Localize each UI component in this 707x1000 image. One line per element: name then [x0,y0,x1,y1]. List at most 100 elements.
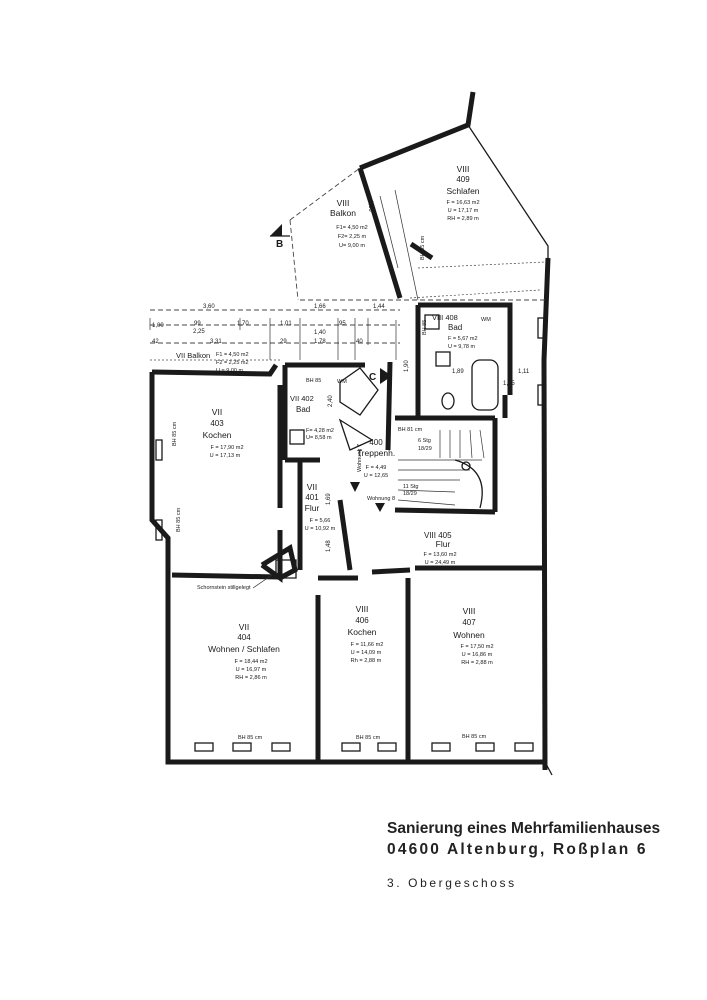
balkon-vii-label: VII Balkon F1 = 4,50 m2 F2 = 2,25 m2 U =… [176,351,249,374]
room-408-label: VIII 408 Bad F = 5,67 m2 U = 9,78 m WM [432,313,491,350]
room-name: Kochen [348,627,377,637]
section-c-label: C [369,372,376,383]
dim-text: 1,80 [367,200,373,212]
dim-text: 95 [339,321,346,327]
dim-text: 29 [280,339,287,345]
room-perimeter: U = 14,09 m [351,650,382,656]
room-perimeter: U = 16,97 m [236,667,267,673]
bh-label: BH 85 cm [356,735,381,741]
room-area-f2: F2 = 2,25 m2 [216,360,249,366]
section-markers [270,224,392,512]
room-name: Schlafen [446,186,479,196]
room-name: Kochen [203,430,232,440]
room-number: 407 [462,618,476,627]
dim-text: 1,01 [280,321,292,327]
bh-label: BH 85 cm [462,734,487,740]
room-unit: VII [212,407,222,417]
room-perimeter: U= 8,58 m [306,435,332,441]
room-perimeter: U = 9,78 m [448,344,475,350]
floor-name: 3. Obergeschoss [387,876,517,890]
room-perimeter: U = 17,13 m [210,453,241,459]
room-area-f2: F2= 2,25 m [338,234,367,240]
room-perimeter: U = 12,65 [364,473,388,479]
stairs-lower-count: 11 Stg [403,484,419,490]
room-label: VIII 405 [424,531,452,540]
room-area: F = 13,60 m2 [423,552,456,558]
staircase [397,429,485,509]
dim-text: 99 [194,321,201,327]
wohnung-7-label: Wohnung 7 [357,444,363,472]
windows [155,317,545,752]
title-block: Sanierung eines Mehrfamilienhauses 04600… [387,818,660,890]
schornstein-leader [252,574,273,589]
bh-403b-label: BH 85 cm [176,507,182,532]
room-perimeter: U = 16,86 m [462,652,493,658]
room-height: RH = 2,88 m [461,660,493,666]
project-title: Sanierung eines Mehrfamilienhauses [387,820,661,837]
wohnung-8-label: Wohnung 8 [367,496,395,502]
bh-409-label: BH 85 cm [420,235,426,260]
room-area-f1: F1 = 4,50 m2 [216,352,249,358]
dimension-texts: 3,60 1,00 99 1,70 2,25 42 3,31 1,01 1,66… [152,200,530,552]
dim-text: 42 [152,339,159,345]
room-number: 403 [210,419,224,428]
stairs-upper-ratio: 18/29 [418,446,432,452]
room-area-f1: F1= 4,50 m2 [336,225,368,231]
wm-label: WM [481,317,491,323]
room-name: Wohnen [453,630,485,640]
bh-label: BH 81 cm [398,427,423,433]
room-405-label: VIII 405 Flur F = 13,60 m2 U = 24,49 m [423,531,456,566]
upper-wing [289,91,551,771]
room-unit: VIII [356,604,369,614]
room-name: Treppenh. [357,448,395,458]
room-409-label: VIII 409 Schlafen F = 16,63 m2 U = 17,17… [446,164,479,222]
dim-text: 1,00 [152,323,164,329]
room-400-label: 400 Treppenh. F = 4,49 U = 12,65 BH 81 c… [357,427,423,479]
room-label: VIII 408 [432,313,458,322]
room-unit: VIII [463,606,476,616]
room-name: Bad [296,405,310,414]
bh-label: BH 85 [306,378,321,384]
outer-walls [149,363,553,776]
room-number: 401 [305,493,319,502]
room-407-label: VIII 407 Wohnen F = 17,50 m2 U = 16,86 m… [453,606,493,740]
room-area: F= 4,28 m2 [306,428,334,434]
room-area: F = 17,50 m2 [460,644,493,650]
room-name: Wohnen / Schlafen [208,644,280,654]
dim-text: 1,25 [503,381,515,387]
room-number: 404 [237,633,251,642]
room-404-label: VII 404 Wohnen / Schlafen F = 18,44 m2 U… [208,622,280,741]
bh-403a-label: BH 85 cm [172,421,178,446]
dim-text: 1,66 [314,304,326,310]
room-401-label: VII 401 Flur F = 5,66 U = 10,92 m [305,482,336,532]
dim-text: 1,89 [452,369,464,375]
dim-text: 1,44 [373,304,385,310]
room-name: Balkon [330,208,356,218]
dim-text: 1,11 [518,369,530,375]
room-name: Bad [448,323,462,332]
schornstein-label: Schornstein stillgelegt [197,585,251,591]
dim-text: 1,69 [326,493,332,505]
room-unit: VIII [457,164,470,174]
sanitary-fixtures [289,314,499,451]
room-number: 409 [456,175,470,184]
room-perimeter: U= 9,00 m [339,243,365,249]
room-area: F = 4,49 [366,465,387,471]
room-perimeter: U = 10,92 m [305,526,336,532]
dim-text: 3,31 [210,339,222,345]
room-area: F = 5,67 m2 [448,336,478,342]
room-area: F = 11,66 m2 [351,642,384,648]
room-unit: VIII [337,198,350,208]
project-address: 04600 Altenburg, Roßplan 6 [387,841,648,858]
wm-label: WM [337,379,347,385]
room-height: RH = 2,89 m [447,216,479,222]
room-name: VII Balkon [176,351,210,360]
room-number: 400 [369,438,383,447]
dim-text: 2,40 [328,395,334,407]
room-403-label: VII 403 Kochen F = 17,90 m2 U = 17,13 m [203,407,244,459]
room-unit: VII [239,622,249,632]
room-402-label: VII 402 Bad F= 4,28 m2 U= 8,58 m WM BH 8… [290,378,347,441]
room-406-label: VIII 406 Kochen F = 11,66 m2 U = 14,09 m… [348,604,384,741]
room-name: Flur [305,503,320,513]
